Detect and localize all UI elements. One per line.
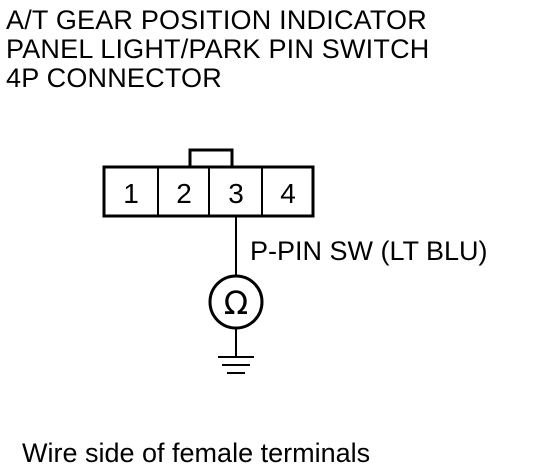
title-line-2: PANEL LIGHT/PARK PIN SWITCH — [6, 34, 430, 64]
ground-icon — [218, 356, 254, 374]
title-line-1: A/T GEAR POSITION INDICATOR — [6, 5, 427, 35]
ohm-symbol: Ω — [224, 284, 248, 322]
title-line-3: 4P CONNECTOR — [6, 63, 222, 93]
diagram-title: A/T GEAR POSITION INDICATOR PANEL LIGHT/… — [6, 6, 429, 93]
ohmmeter-icon: Ω — [208, 274, 264, 330]
diagram-caption: Wire side of female terminals — [22, 438, 371, 468]
wire-label: P-PIN SW (LT BLU) — [250, 236, 488, 266]
terminal-3: 3 — [228, 178, 244, 209]
connector-latch — [188, 148, 234, 167]
terminal-1: 1 — [123, 178, 139, 209]
terminal-4: 4 — [280, 178, 296, 209]
terminal-2: 2 — [176, 178, 192, 209]
